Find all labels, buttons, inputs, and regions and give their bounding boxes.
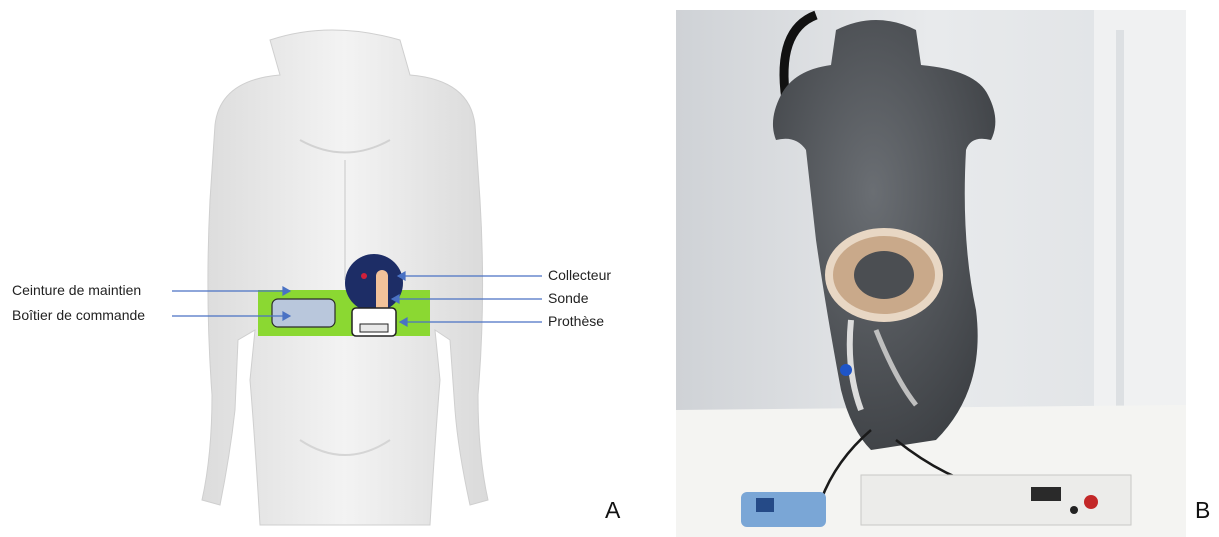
panel-b-letter: B	[1195, 497, 1210, 524]
window-frame	[1094, 10, 1186, 430]
label-prosthesis: Prothèse	[548, 313, 604, 329]
label-collector: Collecteur	[548, 267, 611, 283]
red-button	[1084, 495, 1098, 509]
ring-center	[854, 251, 914, 299]
label-control-box: Boîtier de commande	[12, 307, 145, 323]
blue-connector	[840, 364, 852, 376]
box-display	[1031, 487, 1061, 501]
collector-dot	[361, 273, 367, 279]
remote-screen	[756, 498, 774, 512]
blue-remote	[741, 492, 826, 527]
window-pipe	[1116, 30, 1124, 410]
prosthesis-inner	[360, 324, 388, 332]
panel-a-letter: A	[605, 497, 620, 524]
control-box	[272, 299, 335, 327]
black-knob	[1070, 506, 1078, 514]
label-belt: Ceinture de maintien	[12, 282, 141, 298]
panel-b-photo	[676, 10, 1186, 537]
mannequin-illustration	[0, 0, 640, 537]
mannequin-photo	[676, 10, 1186, 537]
collector-disc	[345, 254, 403, 312]
label-probe: Sonde	[548, 290, 588, 306]
panel-a-schematic: Ceinture de maintien Boîtier de commande…	[0, 0, 640, 537]
